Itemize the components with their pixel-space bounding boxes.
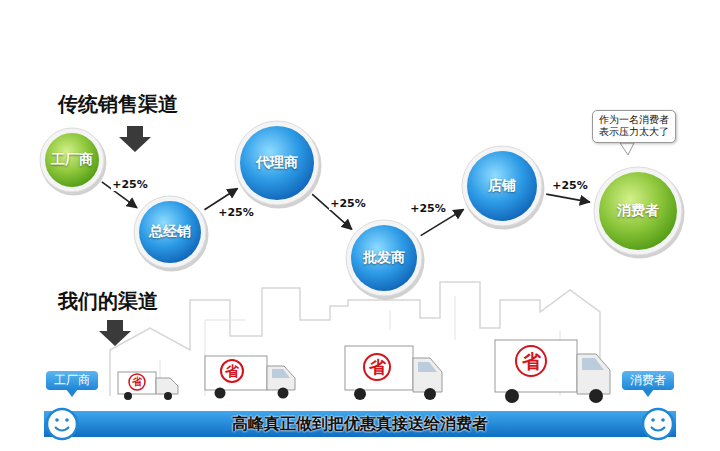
channel-circle: 工厂商 [42, 130, 102, 190]
channel-bar [44, 411, 676, 437]
node-text: 高峰真正做到把优惠真接送给消费者 [232, 414, 488, 435]
flow-arrow [546, 194, 590, 202]
node-text: 工厂商 [51, 151, 93, 169]
smiley [643, 409, 673, 439]
city-skyline [110, 282, 600, 396]
node-text: 消费者 [630, 372, 666, 389]
diagram-title: 传统销售渠道 [58, 91, 178, 118]
truck-mark: 省 [225, 364, 239, 378]
tag-pointer [642, 389, 654, 397]
channel-circle: 总经销 [136, 198, 204, 266]
markup-label: +25% [217, 206, 255, 219]
truck-mark: 省 [522, 352, 541, 371]
channel-bar-text: 高峰真正做到把优惠真接送给消费者 [80, 411, 640, 437]
markup-label: +25% [409, 202, 447, 215]
speech-bubble: 作为一名消费者 表示压力太大了 [592, 110, 676, 143]
markup-label: +25% [111, 178, 149, 191]
channel-tag: 消费者 [622, 371, 674, 390]
bubble-pointer [620, 143, 634, 155]
channel-tag: 工厂商 [46, 371, 98, 390]
node-text: 工厂商 [54, 372, 90, 389]
markup-label: +25% [329, 197, 367, 210]
node-text: 作为一名消费者 表示压力太大了 [598, 114, 670, 139]
node-text: 总经销 [149, 223, 191, 241]
channel-circle: 代理商 [237, 123, 317, 203]
down-arrow [119, 126, 151, 152]
section-title: 我们的渠道 [58, 288, 158, 315]
tag-pointer [66, 389, 78, 397]
channel-circle: 店铺 [464, 148, 540, 224]
smiley [47, 409, 77, 439]
truck [345, 346, 442, 400]
channel-circle: 批发商 [348, 222, 420, 294]
down-arrow [99, 320, 131, 346]
node-text: 代理商 [256, 154, 298, 172]
node-text: 店铺 [488, 177, 516, 195]
channel-circle: 消费者 [596, 169, 680, 253]
truck [118, 372, 178, 400]
truck [495, 340, 610, 403]
truck-mark: 省 [132, 377, 142, 387]
truck [205, 356, 295, 399]
node-text: 批发商 [363, 249, 405, 267]
markup-label: +25% [551, 179, 589, 192]
node-text: 消费者 [617, 202, 659, 220]
truck-mark: 省 [369, 359, 386, 376]
